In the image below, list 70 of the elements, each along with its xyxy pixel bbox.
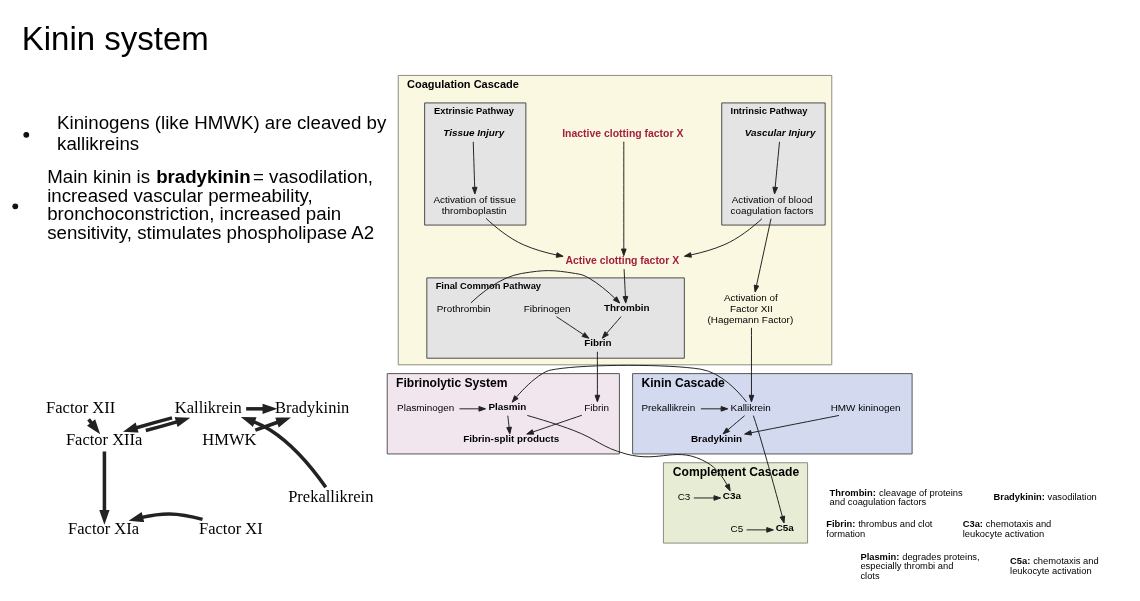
arrow xyxy=(722,415,746,435)
arrow xyxy=(470,270,621,304)
label: C3a: chemotaxis and leukocyte activation xyxy=(962,519,1052,539)
arrow xyxy=(700,406,729,412)
arrow xyxy=(526,414,731,492)
arrow xyxy=(683,218,763,258)
node-text: Fibrinogen xyxy=(523,303,571,315)
node-text: Prothrombin xyxy=(436,303,491,315)
arrow xyxy=(693,495,722,501)
node-text: HMW kininogen xyxy=(830,402,901,414)
arrow xyxy=(459,406,487,412)
node-text: Fibrin-split products xyxy=(463,433,560,445)
label: Thrombin: cleavage of proteins and coagulation factors xyxy=(829,487,963,507)
arrow xyxy=(746,527,774,533)
node-text: Factor XIIa xyxy=(65,430,143,450)
node-text: Activation of Factor XII (Hagemann Factor) xyxy=(707,292,794,326)
label: Bradykinin: vasodilation xyxy=(993,491,1097,502)
node-text: Prekallikrein xyxy=(288,487,374,507)
node-text: Bradykinin xyxy=(274,398,350,418)
node-text: HMWK xyxy=(202,430,257,450)
arrow xyxy=(254,417,291,432)
arrow xyxy=(772,141,780,195)
label: C5a: chemotaxis and leukocyte activation xyxy=(1010,556,1099,576)
arrow xyxy=(506,415,512,435)
arrow xyxy=(511,364,747,403)
arrow xyxy=(748,327,755,403)
node-text: Factor XI xyxy=(199,519,263,539)
node-text: C3a xyxy=(722,490,741,502)
node-text: Plasmin xyxy=(488,401,527,413)
node-text: Thrombin xyxy=(604,302,650,314)
node-text: C5 xyxy=(730,523,744,535)
arrow xyxy=(752,415,786,524)
arrow xyxy=(240,416,328,489)
arrow xyxy=(246,403,278,414)
node-text: Activation of tissue thromboplastin xyxy=(433,194,516,217)
node-text: C3 xyxy=(677,491,691,503)
arrow xyxy=(485,217,564,258)
arrow xyxy=(744,414,840,436)
label: Main kinin is bradykinin= vasodilation, increased vascular permeability, bronchoconstriction, increased pain sensitivity, stimulates phospholipase A2 xyxy=(47,165,375,243)
node-text: Factor XII xyxy=(46,398,116,418)
arrow xyxy=(122,416,173,433)
arrow xyxy=(128,512,203,523)
label: Fibrin: thrombus and clot formation xyxy=(826,519,933,539)
arrow xyxy=(622,268,629,304)
arrow xyxy=(601,316,622,339)
node-text: Tissue Injury xyxy=(443,127,505,139)
arrow xyxy=(526,414,583,435)
arrow xyxy=(594,351,601,403)
node-text: Prekallikrein xyxy=(641,402,696,414)
node-text: Kallikrein xyxy=(174,398,242,418)
node-text: C5a xyxy=(775,522,794,534)
node-text: Factor XIa xyxy=(68,519,140,539)
node-text: Active clotting factor X xyxy=(565,255,680,267)
node-text: Activation of blood coagulation factors xyxy=(730,194,814,217)
arrow xyxy=(621,141,627,257)
label: Plasmin: degrades proteins, especially thrombi and clots xyxy=(860,551,980,581)
arrow xyxy=(556,316,590,339)
node-text: Kallikrein xyxy=(730,402,771,414)
label: Kininogens (like HMWK) are cleaved by kallikreins xyxy=(57,111,387,154)
node-text: Plasminogen xyxy=(397,402,455,414)
node-text: Fibrin xyxy=(584,402,609,414)
node-text: Vascular Injury xyxy=(744,127,816,139)
node-text: Inactive clotting factor X xyxy=(562,127,684,139)
arrow xyxy=(471,141,478,195)
diagram-title: Kinin system xyxy=(21,20,209,58)
arrow xyxy=(145,417,191,433)
arrow xyxy=(99,451,110,525)
arrow xyxy=(753,218,772,293)
node-text: Bradykinin xyxy=(690,433,743,445)
node-text: Fibrin xyxy=(584,337,612,349)
